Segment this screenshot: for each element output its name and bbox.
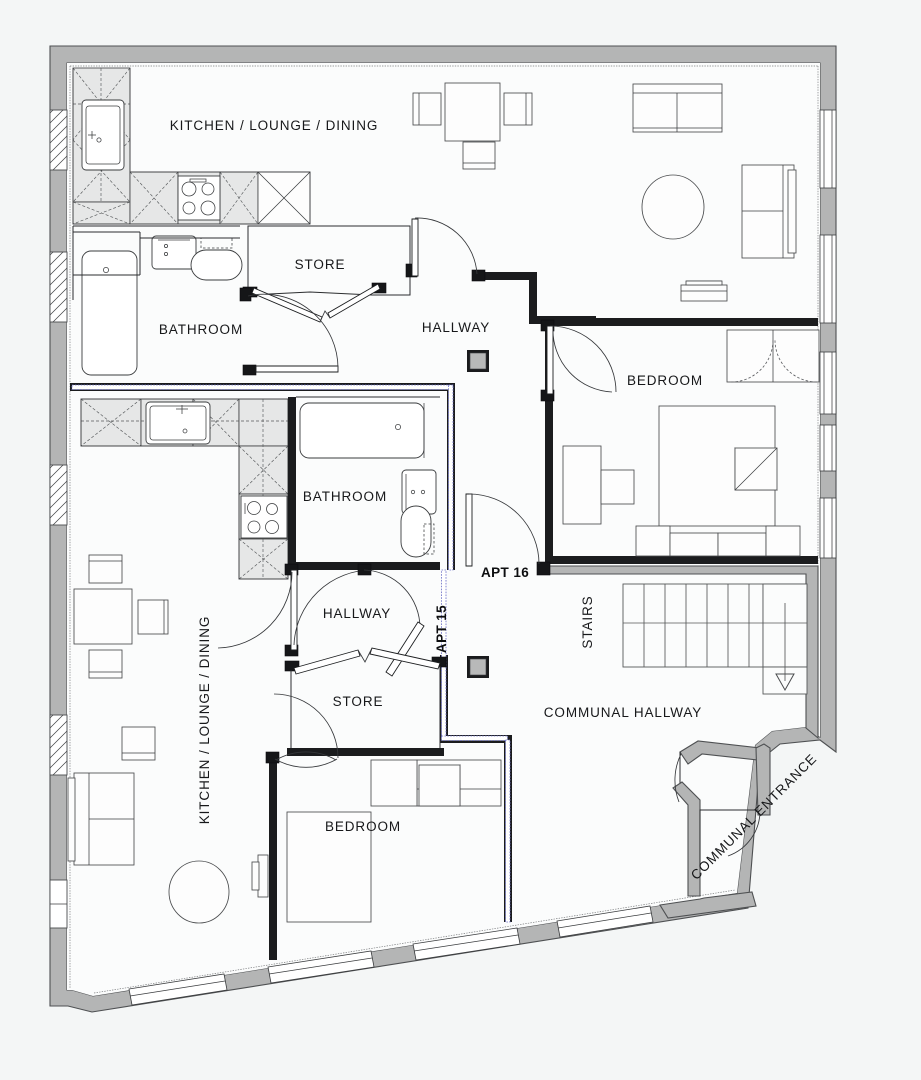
stairs (622, 583, 808, 695)
apt16-bedroom-walls (545, 318, 818, 564)
room-label-apt15-bedroom: BEDROOM (325, 819, 401, 834)
apt16-lounge-furniture (412, 82, 797, 302)
right-wall-windows (819, 109, 837, 559)
apartment-marker-group: APT 16 APT 15 (434, 565, 529, 653)
apt16-bedroom-furniture (562, 329, 820, 557)
room-label-communal-hallway: COMMUNAL HALLWAY (544, 705, 702, 720)
apt15-kitchen-units (80, 398, 289, 580)
apt15-bedroom-walls (269, 757, 277, 960)
apt16-kitchen-units (72, 67, 311, 225)
entrance-threshold-wall (659, 891, 757, 919)
apt16-entry-door[interactable] (405, 217, 486, 282)
room-label-apt15-hallway: HALLWAY (323, 606, 391, 621)
apt15-store-walls (287, 666, 444, 756)
apt16-entry-door-communal[interactable] (465, 493, 551, 576)
party-wall-apt15 (70, 383, 512, 923)
apt15-intercom-panel[interactable] (467, 656, 489, 678)
apt15-bedroom-furniture (251, 759, 502, 923)
communal-entrance[interactable] (672, 740, 771, 897)
apt15-bedroom-door[interactable] (265, 693, 339, 768)
apt16-bedroom-door[interactable] (540, 319, 617, 402)
room-label-apt16-bathroom: BATHROOM (159, 322, 243, 337)
room-label-apt15-bathroom: BATHROOM (303, 489, 387, 504)
room-label-apt16-hallway: HALLWAY (422, 320, 490, 335)
room-label-apt16-kitchen-lounge-dining: KITCHEN / LOUNGE / DINING (170, 118, 379, 133)
apt16-bathroom-door[interactable] (239, 287, 339, 376)
apartment-marker-apt16: APT 16 (481, 565, 529, 580)
room-label-apt15-store: STORE (333, 694, 384, 709)
apartment-marker-apt15: APT 15 (434, 605, 449, 653)
bottom-wall-windows (128, 905, 654, 1006)
apt16-hallway-walls (409, 226, 596, 324)
apt15-hallway-doors[interactable] (217, 563, 447, 677)
room-label-stairs: STAIRS (580, 595, 595, 648)
room-label-apt15-kitchen-lounge-dining: KITCHEN / LOUNGE / DINING (197, 616, 212, 825)
apt16-bathroom-fittings (72, 225, 243, 376)
apt15-lounge-furniture (67, 554, 230, 924)
room-label-apt16-store: STORE (295, 257, 346, 272)
apt15-bathroom-fittings (299, 402, 437, 558)
apt16-intercom-panel[interactable] (467, 350, 489, 372)
left-wall-windows (49, 109, 68, 929)
room-label-apt16-bedroom: BEDROOM (627, 373, 703, 388)
down-arrow-icon (775, 603, 795, 692)
